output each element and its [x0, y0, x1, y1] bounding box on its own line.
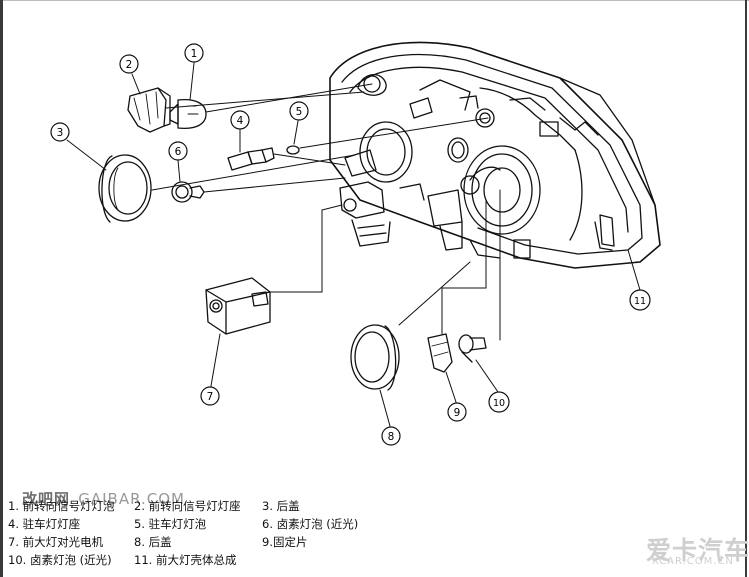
turn-signal-bulb-socket: [127, 87, 171, 133]
site-watermark: 改吧网 GAIBAR.COM: [22, 488, 185, 509]
callout-11-number: 11: [634, 296, 646, 307]
frame-top-edge: [0, 0, 749, 1]
brand-watermark-sub: XCAR.COM.CN: [652, 556, 734, 567]
frame-right-edge: [745, 0, 747, 577]
locator-lines: [151, 83, 501, 341]
halogen-bulb-lower: [458, 334, 487, 363]
callout-1: 1: [184, 43, 204, 63]
callout-5-number: 5: [296, 106, 303, 118]
callout-8: 8: [381, 426, 401, 446]
callout-6-number: 6: [175, 146, 182, 158]
brand-watermark: 爱卡汽车: [646, 536, 749, 565]
rear-cover-lower: [350, 324, 400, 391]
legend-item-5: 5. 驻车灯灯泡: [134, 517, 207, 531]
headlamp-aiming-motor: [205, 277, 271, 335]
callout-3-number: 3: [57, 127, 64, 139]
retaining-clip: [427, 333, 453, 373]
callout-2: 2: [119, 54, 139, 74]
callout-7: 7: [200, 386, 220, 406]
parking-lamp-bulb: [286, 145, 300, 155]
callout-6: 6: [168, 141, 188, 161]
rear-cover-upper: [98, 154, 152, 223]
headlamp-housing: [329, 41, 661, 269]
legend-item-1: 1. 前转向信号灯灯泡: [8, 499, 115, 513]
legend-item-7: 7. 前大灯对光电机: [8, 535, 104, 549]
legend-item-2: 2. 前转向信号灯灯座: [134, 499, 241, 513]
callout-9-number: 9: [454, 407, 461, 419]
callout-3: 3: [50, 122, 70, 142]
halogen-bulb-small: [171, 181, 205, 203]
leader-lines: [66, 62, 641, 427]
parking-lamp-socket: [227, 147, 275, 171]
legend-item-10: 10. 卤素灯泡 (近光): [8, 553, 112, 567]
callout-7-number: 7: [207, 391, 214, 403]
callout-4: 4: [230, 110, 250, 130]
legend-item-3: 3. 后盖: [262, 499, 300, 513]
callout-10: 10: [488, 391, 510, 413]
legend-item-6: 6. 卤素灯泡 (近光): [262, 517, 359, 531]
parts-legend: 1. 前转向信号灯灯泡 2. 前转向信号灯灯座 3. 后盖 4. 驻车灯灯座 5…: [8, 497, 408, 577]
callout-5: 5: [289, 101, 309, 121]
callout-2-number: 2: [126, 59, 133, 71]
callout-4-number: 4: [237, 115, 244, 127]
turn-signal-bulb: [169, 98, 207, 130]
legend-item-11: 11. 前大灯壳体总成: [134, 553, 237, 567]
callout-10-number: 10: [493, 398, 505, 409]
legend-item-8: 8. 后盖: [134, 535, 172, 549]
callout-1-number: 1: [191, 48, 198, 60]
site-watermark-cn: 改吧网: [22, 490, 71, 508]
frame-left-edge: [0, 0, 3, 577]
callouts: 1 2 3 4 5 6 7 8: [50, 43, 651, 446]
legend-item-9: 9.固定片: [262, 535, 308, 549]
site-watermark-en: GAIBAR.COM: [78, 490, 185, 508]
legend-item-4: 4. 驻车灯灯座: [8, 517, 81, 531]
callout-8-number: 8: [388, 431, 395, 443]
callout-9: 9: [447, 402, 467, 422]
callout-11: 11: [629, 289, 651, 311]
